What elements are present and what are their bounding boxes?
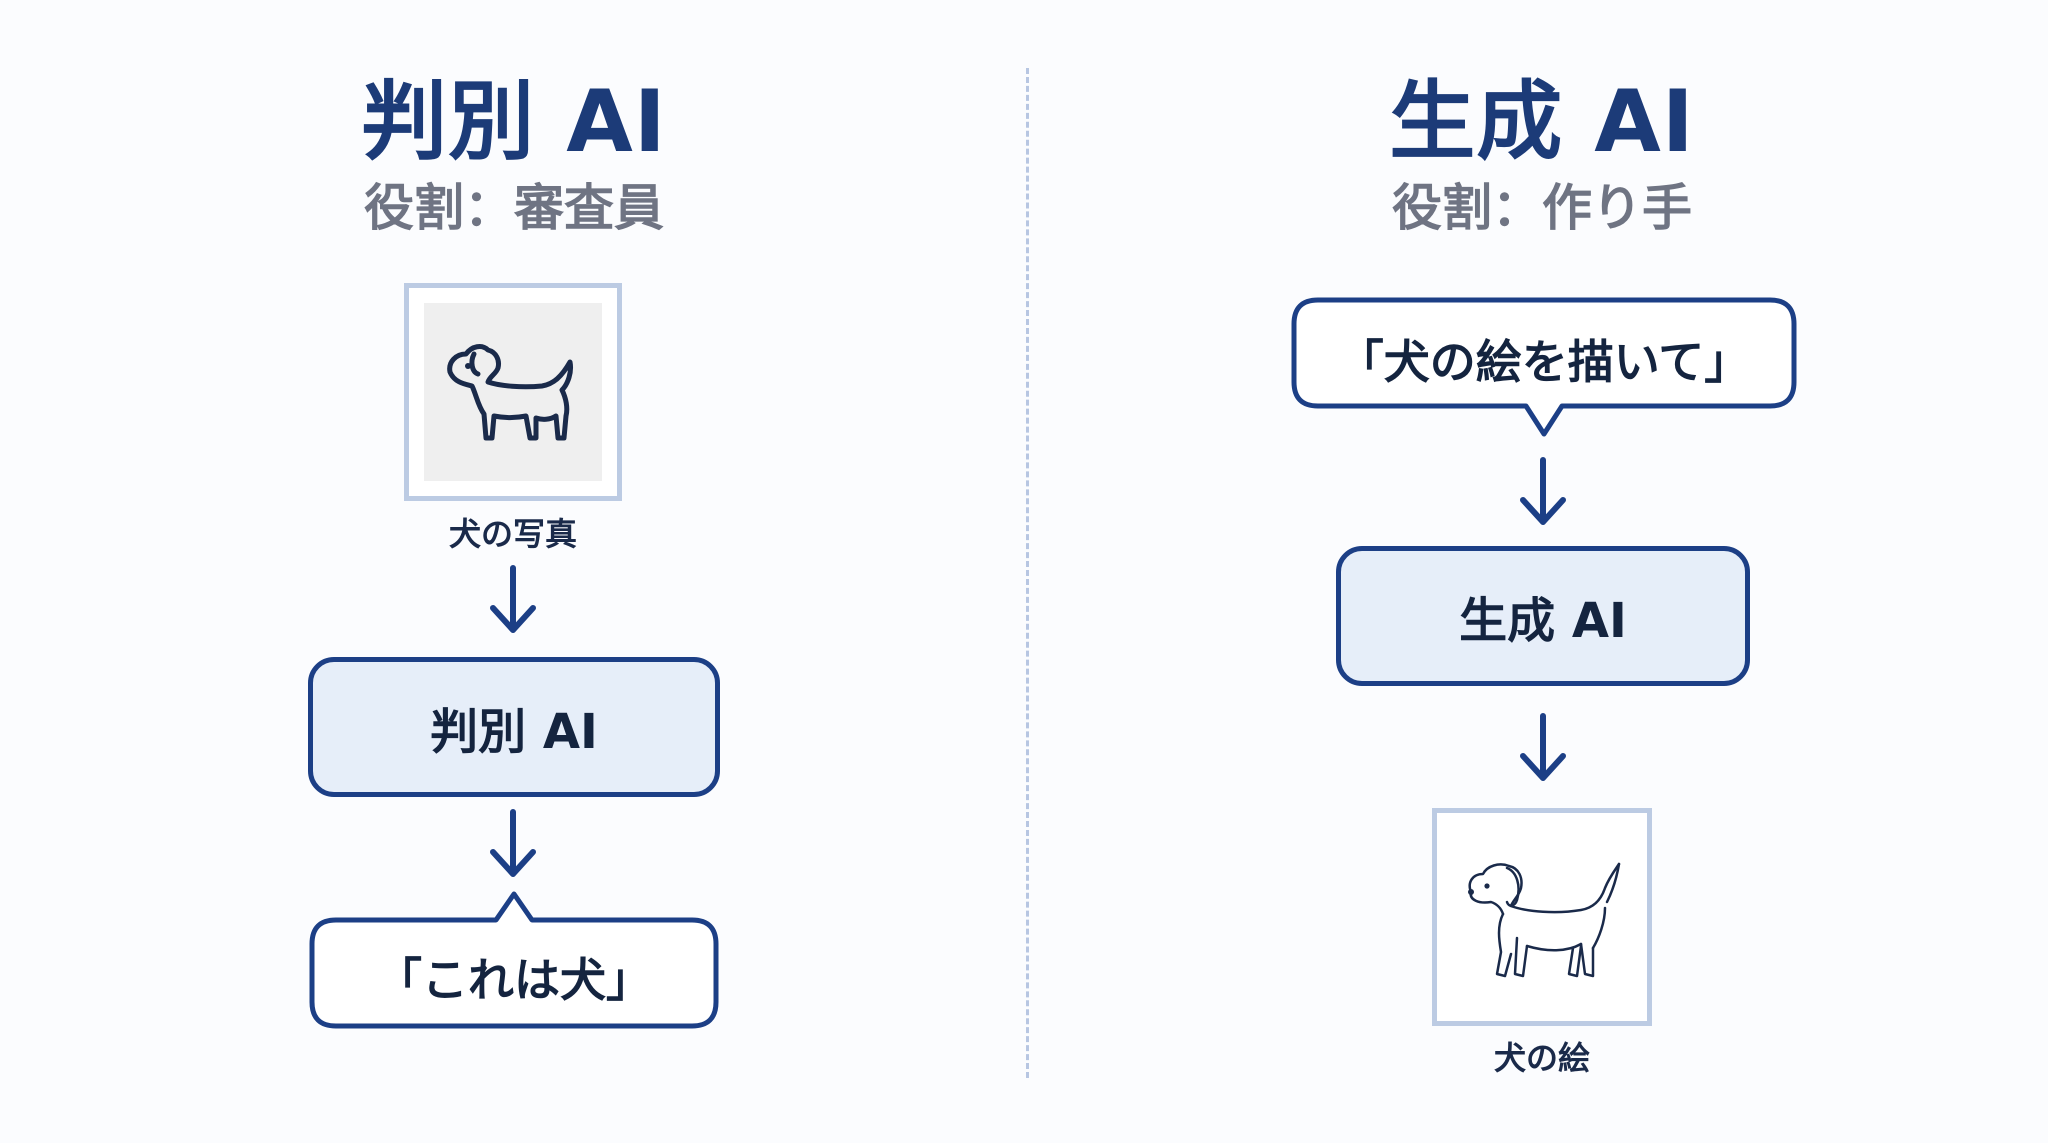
discriminative-role: 役割：審査員	[364, 179, 664, 237]
output-speech-bubble: 「これは犬」	[308, 888, 720, 1030]
output-text: 「これは犬」	[376, 953, 652, 1007]
arrow-down-icon	[490, 809, 536, 877]
arrow-down-icon	[1520, 457, 1566, 525]
arrow-down-icon	[1520, 713, 1566, 781]
dog-drawing-caption: 犬の絵	[1493, 1039, 1590, 1077]
discriminative-title: 判別 AI	[361, 72, 667, 172]
generative-title: 生成 AI	[1389, 72, 1695, 172]
prompt-text: 「犬の絵を描いて」	[1337, 335, 1751, 389]
column-divider	[1026, 68, 1029, 1078]
generative-role: 役割：作り手	[1392, 179, 1692, 237]
dog-drawing	[1452, 828, 1632, 1006]
arrow-down-icon	[490, 565, 536, 633]
prompt-speech-bubble: 「犬の絵を描いて」	[1290, 296, 1798, 440]
dog-photo	[424, 303, 602, 481]
dog-drawing-frame	[1432, 808, 1652, 1026]
generative-ai-box: 生成 AI	[1336, 546, 1750, 686]
dog-drawing-icon	[1468, 862, 1621, 978]
dog-photo-caption: 犬の写真	[448, 515, 577, 553]
dog-photo-frame	[404, 283, 622, 501]
discriminative-ai-box: 判別 AI	[308, 657, 720, 797]
dog-photo-icon	[447, 344, 573, 441]
